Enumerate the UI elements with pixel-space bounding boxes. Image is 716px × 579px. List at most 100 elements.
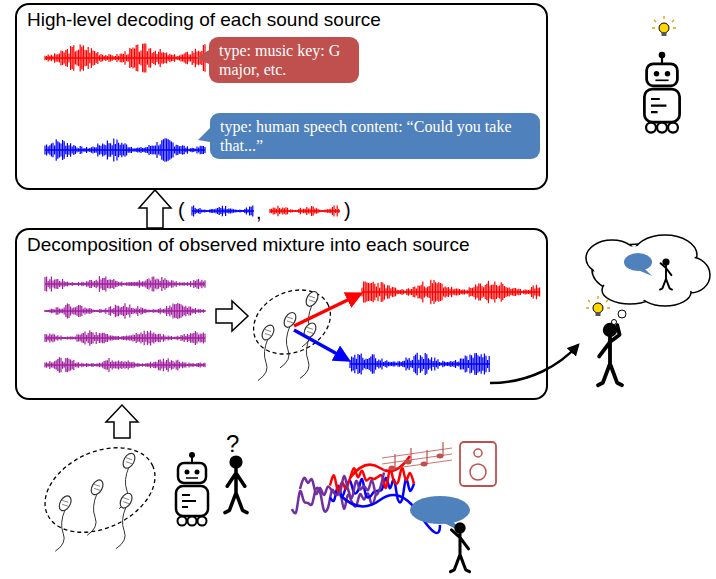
robot-wheel bbox=[668, 123, 678, 133]
scribble bbox=[300, 472, 384, 497]
person-head bbox=[603, 323, 617, 337]
mic-cable bbox=[55, 509, 65, 551]
robot-wheel bbox=[188, 517, 197, 526]
array-outline bbox=[31, 431, 168, 549]
robot-icon bbox=[176, 452, 208, 526]
callout-tail bbox=[196, 50, 209, 64]
cloud-bubble bbox=[612, 320, 617, 325]
mixed-sound bbox=[292, 456, 440, 533]
speaker-tweeter bbox=[474, 449, 482, 457]
robot-eye bbox=[665, 71, 671, 77]
waveform bbox=[45, 44, 205, 73]
callout-text: type: human speech content: “Could you t… bbox=[220, 117, 530, 155]
mic-cable bbox=[258, 339, 268, 381]
note-stem bbox=[426, 450, 427, 464]
mic-grille bbox=[62, 500, 68, 506]
curved-arrow bbox=[490, 345, 578, 383]
robot-wheel bbox=[178, 517, 187, 526]
question-mark: ? bbox=[226, 432, 239, 456]
mic-cable bbox=[116, 507, 126, 549]
mic-grille bbox=[123, 498, 129, 504]
bulb-glass bbox=[659, 23, 669, 33]
robot-wheel bbox=[198, 517, 207, 526]
tuple-punctuation: ) bbox=[344, 200, 351, 220]
blue-separation-arrow bbox=[294, 330, 348, 360]
robot-mouth bbox=[655, 79, 668, 81]
mic-grille bbox=[307, 327, 313, 333]
speech-bubble-tail bbox=[638, 268, 652, 276]
person-body bbox=[451, 530, 470, 572]
robot-eye bbox=[654, 71, 660, 77]
lightbulb-icon bbox=[586, 296, 610, 316]
waveform bbox=[45, 138, 205, 161]
robot-eye bbox=[195, 470, 200, 475]
waveform bbox=[45, 276, 205, 291]
panel-title: Decomposition of observed mixture into e… bbox=[27, 234, 470, 256]
mic-head bbox=[89, 478, 106, 497]
mic-head bbox=[121, 451, 138, 470]
person-figure bbox=[660, 258, 672, 289]
mic-head bbox=[260, 323, 277, 342]
mic-cable bbox=[280, 326, 290, 368]
waveform bbox=[362, 280, 540, 304]
section-panel: Decomposition of observed mixture into e… bbox=[15, 228, 548, 400]
callout-box: type: music key: G major, etc. bbox=[209, 37, 359, 83]
speaker-cone bbox=[470, 464, 486, 480]
person-figure bbox=[225, 455, 247, 512]
person-head bbox=[229, 455, 242, 468]
bulb-base bbox=[662, 32, 667, 36]
callout-box: type: human speech content: “Could you t… bbox=[210, 113, 540, 159]
block-arrow-connector bbox=[139, 190, 171, 228]
section-panel: High-level decoding of each sound source… bbox=[15, 3, 548, 190]
bulb-glass bbox=[593, 303, 603, 313]
mic-cable bbox=[300, 336, 310, 378]
robot-head bbox=[178, 463, 206, 483]
waveform bbox=[45, 357, 205, 372]
waveform bbox=[192, 206, 253, 217]
speaker-icon bbox=[460, 442, 496, 486]
hollow-arrow bbox=[106, 405, 138, 438]
robot-detail bbox=[182, 495, 196, 507]
note-stem bbox=[410, 448, 411, 462]
mic-grille bbox=[126, 458, 132, 464]
robot-antenna-tip bbox=[659, 52, 666, 59]
waveform bbox=[350, 353, 489, 376]
panel-title: High-level decoding of each sound source bbox=[27, 9, 381, 31]
note-stem bbox=[442, 442, 443, 456]
robot-antenna-tip bbox=[189, 452, 195, 458]
mic-head bbox=[304, 289, 321, 308]
robot-mouth bbox=[186, 477, 198, 479]
robot-icon bbox=[644, 52, 679, 133]
robot-body bbox=[176, 486, 208, 516]
robot-body bbox=[644, 89, 679, 122]
robot-wheel bbox=[646, 123, 656, 133]
speech-bubble bbox=[410, 496, 470, 524]
speaker-box bbox=[460, 442, 496, 486]
waveform bbox=[45, 330, 205, 345]
microphone-array bbox=[243, 278, 341, 381]
hollow-arrow bbox=[216, 301, 248, 331]
mic-cable bbox=[87, 493, 97, 535]
red-separation-arrow bbox=[294, 294, 360, 326]
waveform bbox=[270, 205, 339, 216]
mic-head bbox=[118, 491, 135, 510]
robot-wheel bbox=[657, 123, 667, 133]
tuple-punctuation: , bbox=[256, 202, 262, 222]
staff-lines bbox=[382, 448, 452, 470]
bulb-base bbox=[596, 312, 601, 316]
lightbulb-icon bbox=[652, 16, 676, 36]
robot-detail bbox=[651, 99, 666, 112]
microphone-array bbox=[31, 431, 168, 551]
waveform bbox=[45, 303, 205, 319]
robot-eye bbox=[185, 470, 190, 475]
person-body bbox=[225, 469, 247, 513]
person-figure bbox=[598, 323, 622, 385]
callout-tail bbox=[198, 128, 210, 142]
bulb-rays bbox=[652, 16, 676, 28]
cloud-bubble bbox=[618, 310, 626, 318]
robot-head bbox=[647, 64, 678, 86]
mic-grille bbox=[309, 296, 315, 302]
